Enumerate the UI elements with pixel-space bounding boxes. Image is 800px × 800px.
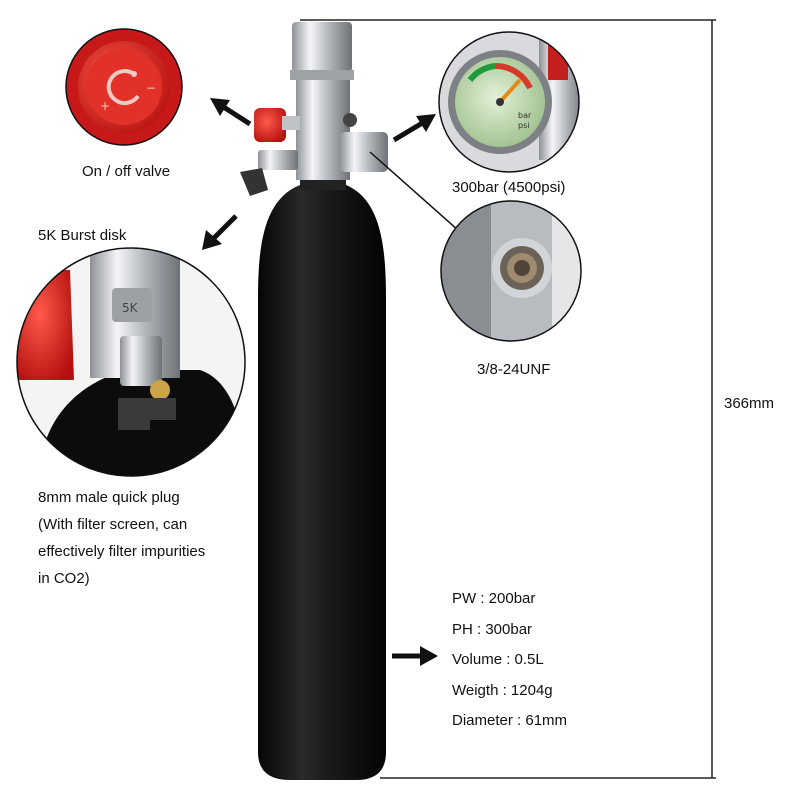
valve-head xyxy=(240,22,388,196)
gauge-label: 300bar (4500psi) xyxy=(452,179,566,196)
quick-plug-line: (With filter screen, can xyxy=(38,516,188,533)
arrow-icon xyxy=(202,98,438,666)
quick-plug-line: effectively filter impurities xyxy=(38,543,206,560)
thread-detail-circle xyxy=(440,200,582,342)
thread-label: 3/8-24UNF xyxy=(477,361,551,378)
svg-text:psi: psi xyxy=(518,121,529,130)
valve-label: On / off valve xyxy=(82,163,171,180)
svg-text:+: + xyxy=(100,99,110,113)
svg-text:5K: 5K xyxy=(122,301,139,315)
cylinder xyxy=(258,172,386,780)
quick-plug-line: in CO2) xyxy=(38,570,90,587)
spec-item: Weigth : 1204g xyxy=(452,681,553,699)
quick-plug-description: 8mm male quick plug (With filter screen,… xyxy=(38,484,205,592)
svg-text:−: − xyxy=(146,81,156,95)
dimension-line xyxy=(300,19,716,779)
spec-item: Volume : 0.5L xyxy=(452,651,544,668)
height-label: 366mm xyxy=(724,395,775,412)
valve-detail-circle: + − xyxy=(65,28,183,146)
burst-disk-label: 5K Burst disk xyxy=(38,227,127,244)
quick-plug-line: 8mm male quick plug xyxy=(38,489,180,506)
spec-item: PW : 200bar xyxy=(452,590,536,607)
gauge-detail-circle: bar psi xyxy=(438,31,580,173)
svg-text:bar: bar xyxy=(518,111,532,120)
spec-item: Diameter : 61mm xyxy=(452,712,568,729)
burst-disk-detail-circle: 5K xyxy=(16,247,246,477)
spec-list: PW : 200bar PH : 300bar Volume : 0.5L We… xyxy=(452,584,567,737)
spec-item: PH : 300bar xyxy=(452,620,533,638)
